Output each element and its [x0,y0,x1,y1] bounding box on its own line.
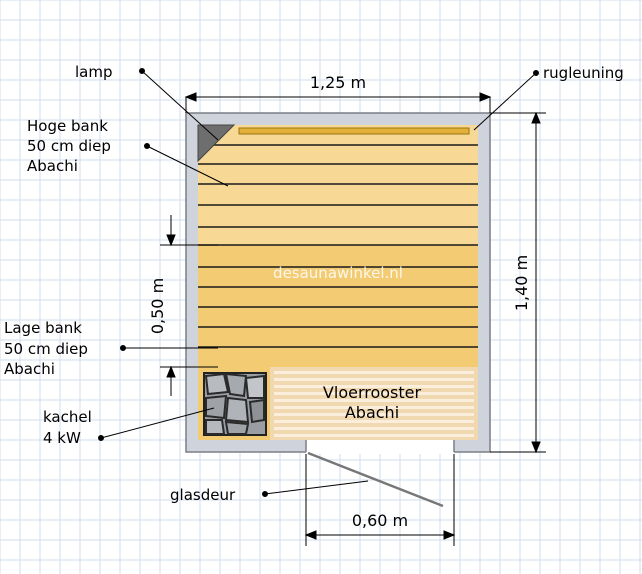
floor-slats [274,371,474,437]
callout-leaders [98,68,539,497]
backrest [238,127,470,135]
lamp-label: lamp [75,63,113,81]
heater-stones [204,372,265,435]
door-opening [306,440,454,454]
floor-slat [274,392,474,395]
width-dimension [184,92,492,113]
floor-slat [274,427,474,430]
watermark: desaunawinkel.nl [273,264,403,282]
floor-slat [274,378,474,381]
floor-slat [274,406,474,409]
low-bench-label-line3: Abachi [4,360,55,378]
floor-slat [274,420,474,423]
high-bench-label-line1: Hoge bank [27,117,108,135]
glass-door-label: glasdeur [170,486,236,504]
backrest-label: rugleuning [543,64,624,82]
floor-slat [274,434,474,437]
depth-dimension [490,111,546,454]
floor-slat [274,385,474,388]
door-dimension [304,454,456,546]
depth-label: 1,40 m [512,255,531,311]
heater-label-line1: kachel [43,408,92,426]
floor-slat [274,399,474,402]
floor-grate-label-line1: Vloerrooster [323,383,422,402]
low-bench-label-line1: Lage bank [4,319,82,337]
bench-depth-label: 0,50 m [148,278,167,334]
width-label: 1,25 m [310,73,366,92]
floor-slat [274,371,474,374]
heater-label-line2: 4 kW [43,429,81,447]
glass-door [307,451,444,508]
bench-planks [198,144,478,348]
high-bench-label-line3: Abachi [27,157,78,175]
high-bench-label-line2: 50 cm diep [27,137,111,155]
floor-slat [274,413,474,416]
low-bench-label-line2: 50 cm diep [4,340,88,358]
bench-dimension [160,215,218,396]
lamp-icon [197,124,236,163]
door-width-label: 0,60 m [352,511,408,530]
floor-grate-label-line2: Abachi [345,403,399,422]
